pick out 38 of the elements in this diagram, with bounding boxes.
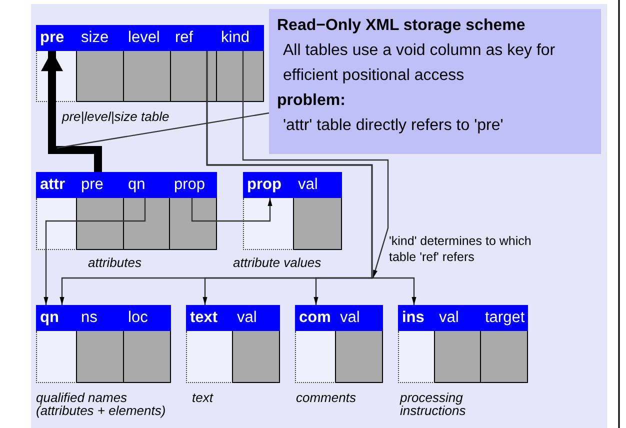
- table-caption: attributes: [88, 256, 142, 269]
- table-caption: processing instructions: [400, 391, 467, 417]
- table-name: ins: [401, 308, 426, 328]
- arrow: [41, 51, 102, 172]
- table-caption: pre|level|size table: [62, 110, 170, 123]
- column-name: val: [438, 308, 460, 328]
- leader-line: [56, 112, 270, 149]
- table-name: attr: [39, 175, 66, 195]
- column-name: size: [80, 28, 110, 48]
- table-caption: comments: [296, 391, 357, 404]
- table-caption: qualified names (attributes + elements): [36, 391, 167, 417]
- column-name: val: [339, 308, 361, 328]
- arrow: [206, 51, 416, 305]
- table-caption: text: [192, 391, 214, 404]
- arrow: [242, 51, 389, 278]
- note-heading: Read−Only XML storage scheme: [277, 16, 526, 36]
- column-name: qn: [127, 175, 146, 195]
- table-name: com: [298, 308, 332, 328]
- table-name: text: [189, 308, 219, 328]
- arrow: [44, 198, 146, 305]
- table-name: prop: [246, 175, 282, 195]
- column-name: pre: [80, 175, 104, 195]
- arrow: [191, 198, 272, 222]
- column-name: prop: [173, 175, 206, 195]
- column-name: level: [127, 28, 161, 48]
- column-name: val: [297, 175, 319, 195]
- note-heading: problem:: [277, 91, 346, 111]
- column-name: val: [236, 308, 258, 328]
- column-name: ref: [174, 28, 194, 48]
- column-name: ns: [80, 308, 98, 328]
- table-name: pre: [39, 28, 66, 48]
- column-name: loc: [127, 308, 149, 328]
- column-name: kind: [220, 28, 250, 48]
- note-box: [269, 9, 601, 154]
- table-caption: attribute values: [233, 256, 322, 269]
- table-name: qn: [39, 308, 60, 328]
- note-text: 'attr' table directly refers to 'pre': [282, 116, 504, 136]
- column-name: target: [484, 308, 526, 328]
